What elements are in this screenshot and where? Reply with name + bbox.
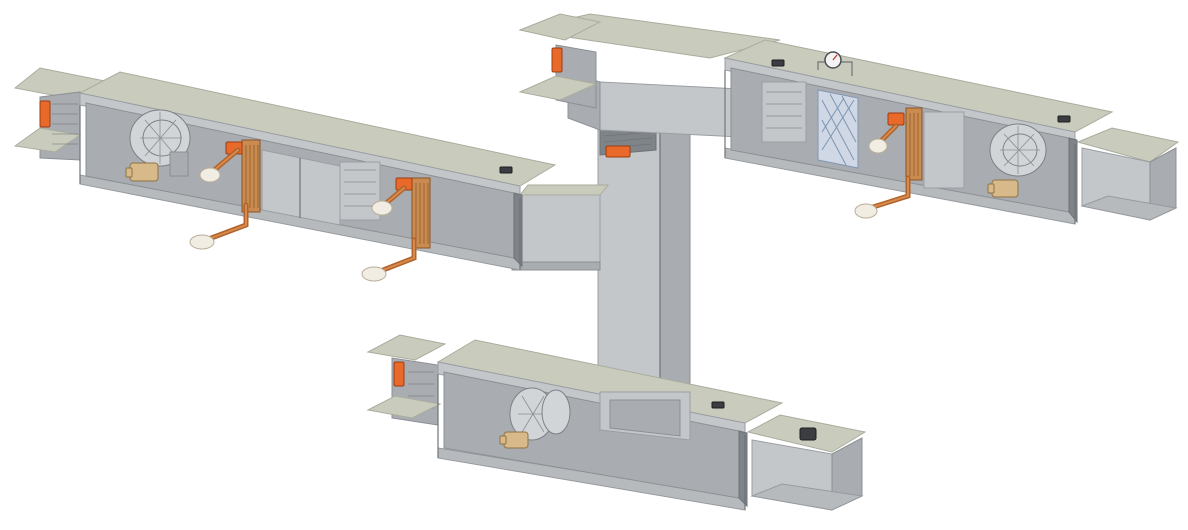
left-inlet-damper-actuator [39,100,51,128]
left-cooling-supply-pipe [371,185,407,216]
left-ahu-roof-sensor [499,166,513,174]
left-cooling-supply-insulation [371,200,393,216]
right-filter-bank [817,89,859,169]
right-air-handling-unit [518,13,1180,225]
right-coil [887,107,965,189]
left-cooling-return-insulation [361,266,387,282]
bottom-duct-sensor [799,427,817,441]
left-cooling-return-pipe [361,237,417,282]
right-coil-valve-actuator [887,112,905,126]
right-ahu-roof-sensor-b [1057,115,1071,123]
left-inlet-damper-blades [52,103,78,145]
left-heating-return-pipe [189,202,249,250]
right-coil-supply-pipe [868,123,899,154]
right-coil-return-pipe [854,175,911,219]
bottom-plenum-fan [509,387,571,441]
left-connecting-branch [511,184,610,271]
right-pressure-gauge [817,51,853,76]
right-plenum-fan [989,123,1047,177]
left-heating-supply-pipe [199,147,241,183]
right-coil-return-insulation [854,203,878,219]
left-filter-section [261,149,341,226]
bottom-mixing-section [599,391,691,441]
right-coil-supply-insulation [868,138,888,154]
bottom-outlet-duct [746,414,867,511]
left-heating-return-insulation [189,234,215,250]
right-fan-motor [987,179,1019,198]
riser-damper-actuator [605,145,631,158]
left-cooling-coil [395,177,431,249]
left-heating-coil [225,139,261,213]
left-air-handling-unit [13,67,557,282]
bottom-inlet-damper-actuator [393,361,405,387]
left-heating-supply-insulation [199,167,221,183]
bottom-ahu-roof-sensor [711,401,725,409]
right-inlet-damper-actuator [551,47,563,73]
left-fan-motor [125,162,159,182]
right-ahu-roof-sensor-a [771,59,785,67]
right-internal-damper [761,81,807,143]
bottom-fan-motor [499,431,529,449]
left-plenum-fan [129,109,191,177]
bottom-air-handling-unit [366,334,867,511]
right-discharge-duct [1076,127,1180,221]
